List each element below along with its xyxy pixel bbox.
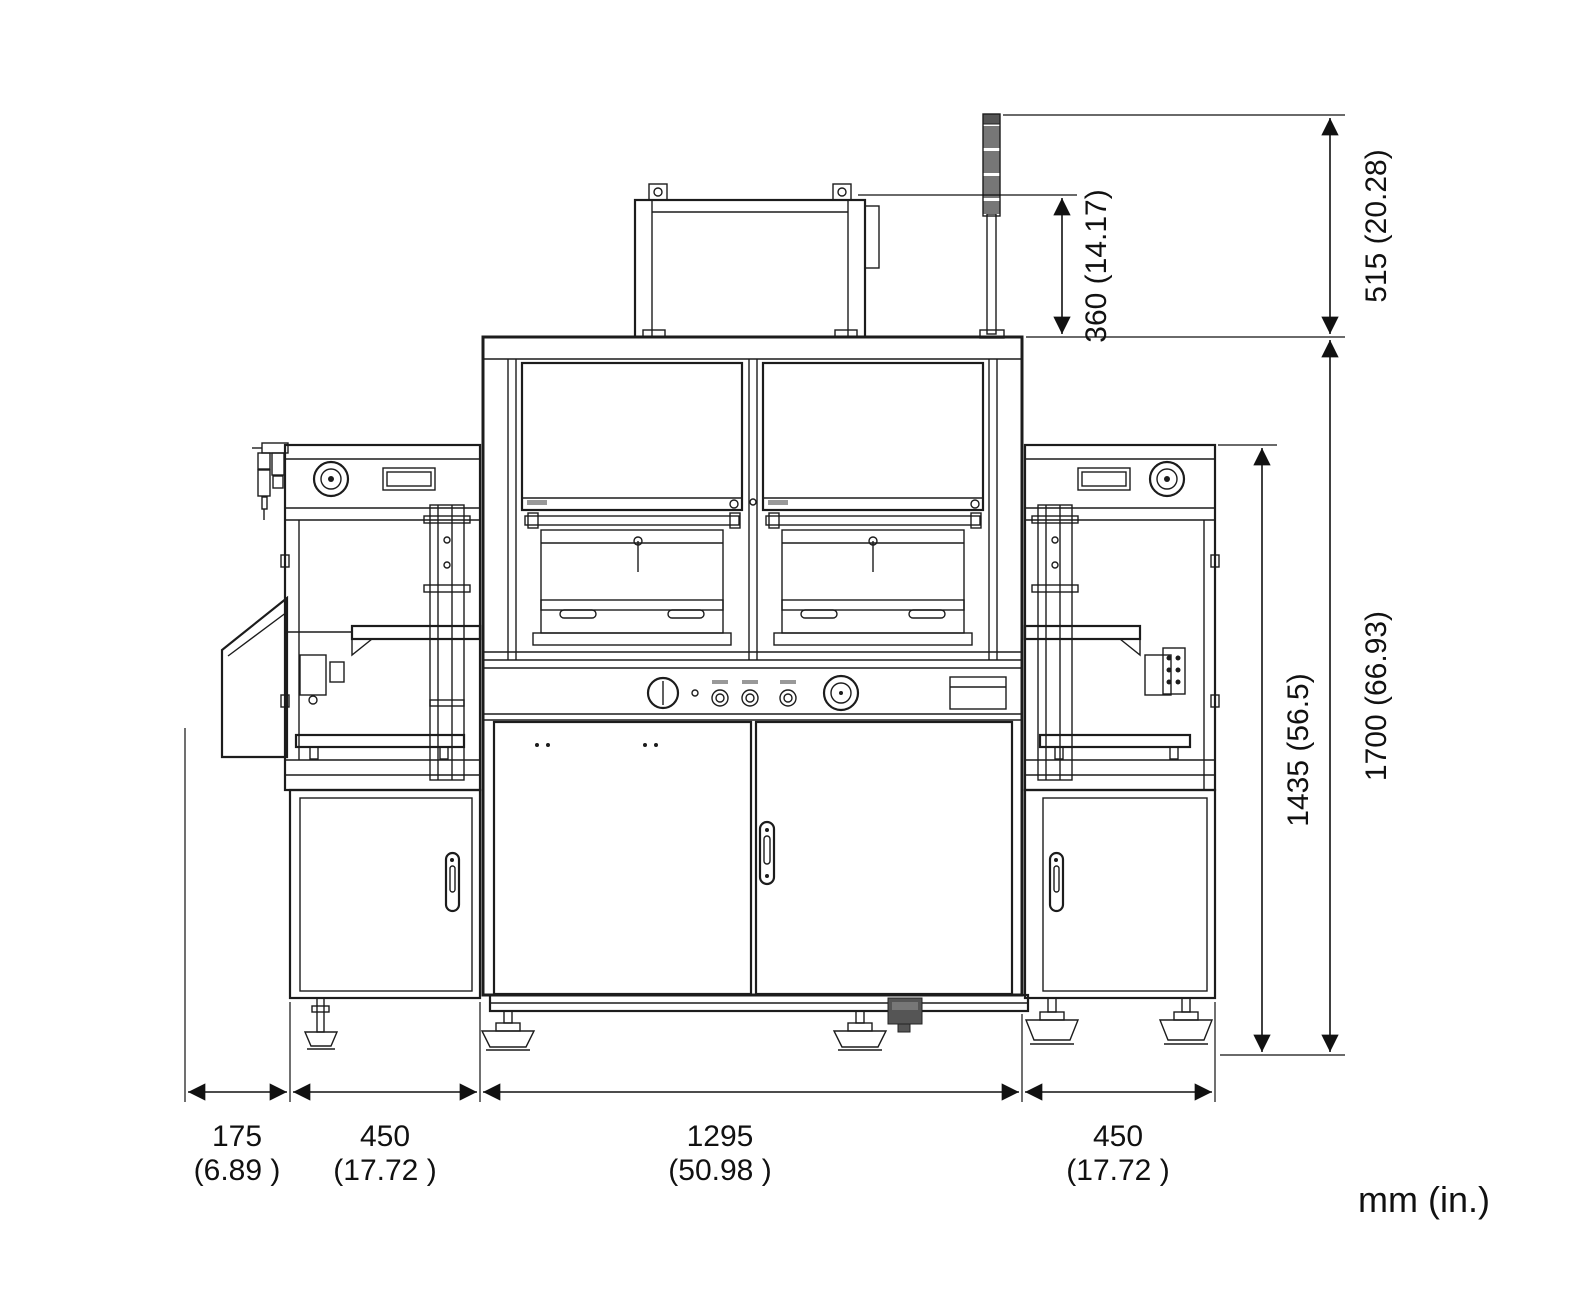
emergency-stop-icon [822,674,860,712]
dim-label-top-unit-height: 360 (14.17) [1080,189,1113,342]
conveyor-table [1023,624,1215,776]
signal-tower-icon [979,113,1005,339]
display-panel-icon [1077,467,1131,491]
dim-label-frame-height: 1435 (56.5) [1282,673,1315,826]
pressure-gauge-icon [312,460,350,498]
door-handle-icon [758,820,776,886]
leveling-foot-icon [480,1010,536,1051]
units-label: mm (in.) [1358,1179,1490,1220]
main-power-switch-icon [646,676,680,710]
dim-label-left-module-in: (17.72 ) [333,1154,436,1187]
control-panel [646,674,1007,712]
right-lower-cabinet [1023,788,1217,1000]
dim-label-left-module-mm: 450 [360,1120,410,1153]
pressure-gauge-icon [1148,460,1186,498]
push-button-icon [711,689,729,707]
left-loader-module [220,442,482,1050]
left-lower-cabinet [288,788,482,1000]
door-handle-icon [1048,851,1065,913]
main-body [480,335,1030,1051]
door-handle-icon [444,851,461,913]
left-process-chamber [532,529,732,646]
leveling-foot-icon [1158,997,1214,1045]
leveling-foot-icon [303,997,339,1050]
pump-unit-icon [887,997,923,1033]
dim-label-main-body-in: (50.98 ) [668,1154,771,1187]
dim-label-left-protrusion-mm: 175 [212,1120,262,1153]
dim-label-right-module-mm: 450 [1093,1120,1143,1153]
leveling-foot-icon [832,1010,888,1051]
outfeed-chute [220,595,289,759]
leveling-foot-icon [1024,997,1080,1045]
dim-label-overall-height: 1700 (66.93) [1360,611,1393,781]
connector-block-icon [1162,647,1186,695]
dim-label-tower-height: 515 (20.28) [1360,149,1393,302]
right-process-chamber [773,529,973,646]
right-unloader-module [1023,443,1220,1045]
display-panel-icon [382,467,436,491]
dim-label-main-body-mm: 1295 [687,1120,754,1153]
dimension-annotations: 515 (20.28) 1700 (66.93) 1435 (56.5) 360… [184,114,1490,1220]
air-filter-regulator-icon [252,442,289,520]
lower-doors [492,720,1014,996]
dim-label-right-module-in: (17.72 ) [1066,1154,1169,1187]
top-unit [633,183,880,339]
push-button-icon [741,689,759,707]
conveyor-table [285,624,482,776]
base-and-feet [480,993,1030,1051]
right-hood-window [761,361,985,512]
dim-label-left-protrusion-in: (6.89 ) [194,1154,281,1187]
push-button-icon [779,689,797,707]
left-hood-window [520,361,744,512]
